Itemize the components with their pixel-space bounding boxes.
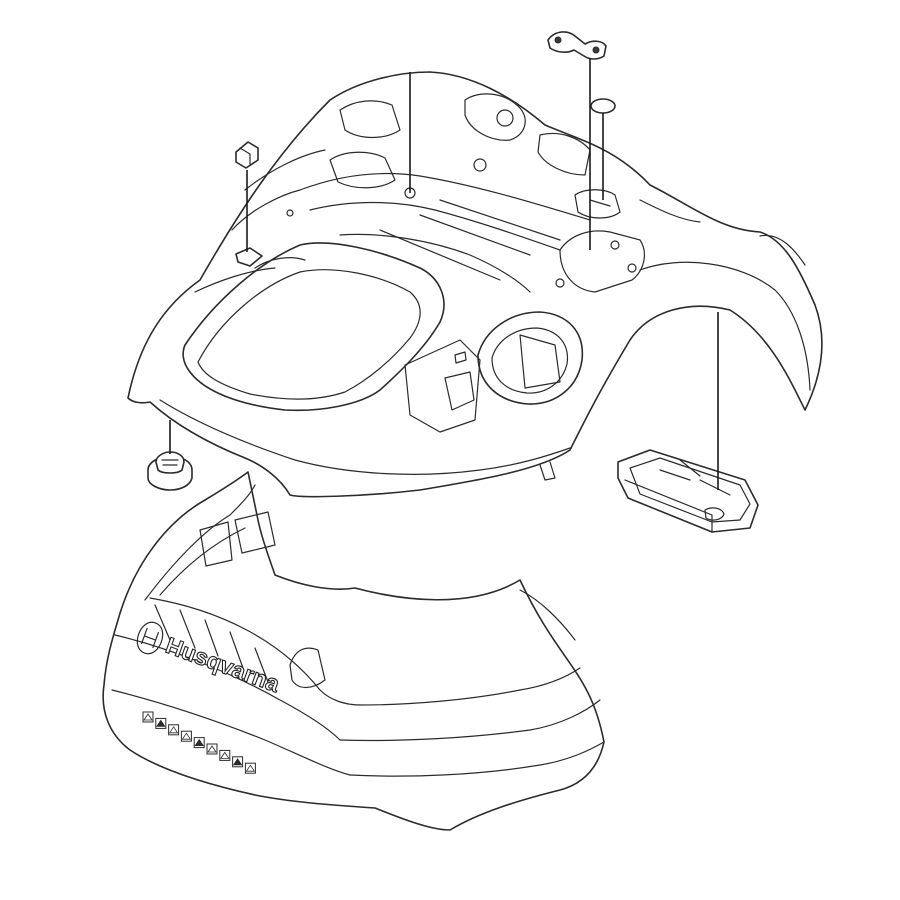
cable-clip <box>235 141 263 267</box>
warning-symbol <box>206 743 218 755</box>
leader-lines <box>169 58 719 490</box>
warning-symbol <box>193 737 205 749</box>
warning-symbol <box>155 717 167 729</box>
warning-symbol <box>142 711 154 723</box>
warning-symbol <box>219 749 231 761</box>
warning-symbol <box>168 724 180 736</box>
front-bumper-cover: Husqvarna <box>102 471 605 831</box>
upper-body-chassis <box>127 71 823 498</box>
top-bracket <box>547 31 607 60</box>
round-cap <box>590 98 616 114</box>
warning-symbol <box>180 730 192 742</box>
collision-sensor-knob <box>147 451 193 491</box>
warning-symbol-row <box>142 711 256 774</box>
warning-symbol <box>232 756 244 768</box>
warning-symbol <box>244 762 256 774</box>
rear-handle-pad <box>617 449 759 533</box>
